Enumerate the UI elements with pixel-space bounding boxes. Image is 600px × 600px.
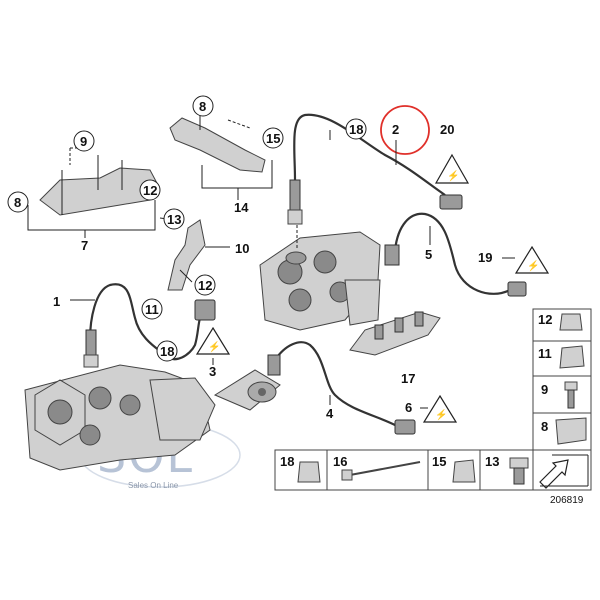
cable-tie-16-icon (341, 461, 421, 481)
warning-triangle-icon-20: ⚡ (434, 153, 470, 184)
callout-11-text: 11 (145, 302, 159, 317)
clip-15-icon (452, 459, 476, 483)
legend-side-8: 8 (541, 419, 548, 434)
callout-8b-text: 8 (199, 99, 206, 114)
callout-19: 19 (478, 250, 492, 265)
arrow-icon (539, 454, 589, 489)
legend-side-panel: 12 11 9 8 (532, 308, 592, 455)
clip-12-icon (559, 313, 583, 331)
heat-shield-7 (27, 147, 159, 238)
oxygen-sensor-5 (384, 212, 527, 297)
callout-18b-text: 18 (160, 344, 174, 359)
callout-circle-8a: 8 (7, 191, 29, 213)
callout-7: 7 (81, 238, 88, 253)
callout-4: 4 (326, 406, 334, 421)
callout-17: 17 (401, 371, 415, 386)
warning-triangle-icon-6: ⚡ (422, 394, 458, 423)
bolt-13-icon (509, 457, 529, 485)
highlight-circle (380, 105, 430, 155)
svg-text:⚡: ⚡ (447, 169, 459, 182)
legend-bottom-18: 18 (280, 454, 294, 469)
callout-circle-8b: 8 (192, 95, 214, 117)
callout-5: 5 (425, 247, 432, 262)
callout-circle-15: 15 (262, 127, 284, 149)
callout-12a-text: 12 (143, 183, 157, 198)
oxygen-sensor-2 (287, 113, 463, 250)
callout-9-text: 9 (80, 134, 87, 149)
callout-circle-18b: 18 (156, 340, 178, 362)
callout-2: 2 (392, 122, 399, 137)
clip-11-icon (559, 345, 585, 369)
bracket-17 (349, 311, 441, 356)
callout-circle-9: 9 (73, 130, 95, 152)
warning-triangle-icon-19: ⚡ (514, 245, 550, 274)
callout-1: 1 (53, 294, 60, 309)
callout-circle-11: 11 (141, 298, 163, 320)
legend-bottom-13: 13 (485, 454, 499, 469)
svg-text:⚡: ⚡ (435, 408, 447, 421)
callout-6: 6 (405, 400, 412, 415)
svg-text:⚡: ⚡ (527, 259, 539, 272)
watermark-tagline: Sales On Line (128, 481, 179, 490)
clip-18-icon (297, 461, 321, 483)
diagram-number: 206819 (550, 495, 584, 506)
callout-10: 10 (235, 241, 249, 256)
oxygen-sensor-4 (267, 341, 416, 435)
callout-20: 20 (440, 122, 454, 137)
legend-bottom-15: 15 (432, 454, 446, 469)
warning-triangle-icon-3: ⚡ (195, 326, 231, 355)
callout-15-text: 15 (266, 131, 280, 146)
legend-bottom-panel: 18 16 15 13 (274, 449, 592, 491)
svg-text:⚡: ⚡ (208, 340, 220, 353)
callout-13-text: 13 (167, 212, 181, 227)
bracket-10 (167, 219, 230, 291)
clip-8-icon (555, 417, 587, 445)
callout-3: 3 (209, 364, 216, 379)
legend-side-12: 12 (538, 312, 552, 327)
bolt-9-icon (564, 381, 578, 409)
callout-circle-12a: 12 (139, 179, 161, 201)
callout-circle-13: 13 (163, 208, 185, 230)
callout-18a-text: 18 (349, 122, 363, 137)
oxygen-sensor-1 (70, 283, 216, 368)
right-exhaust-manifold (259, 231, 381, 331)
callout-8a-text: 8 (14, 195, 21, 210)
callout-12b-text: 12 (198, 278, 212, 293)
callout-circle-18a: 18 (345, 118, 367, 140)
left-exhaust-manifold (24, 364, 281, 471)
bracket-14 (169, 110, 273, 200)
callout-14: 14 (234, 200, 249, 215)
legend-bottom-16: 16 (333, 454, 347, 469)
callout-circle-12b: 12 (194, 274, 216, 296)
legend-side-9: 9 (541, 382, 548, 397)
legend-side-11: 11 (538, 346, 552, 361)
